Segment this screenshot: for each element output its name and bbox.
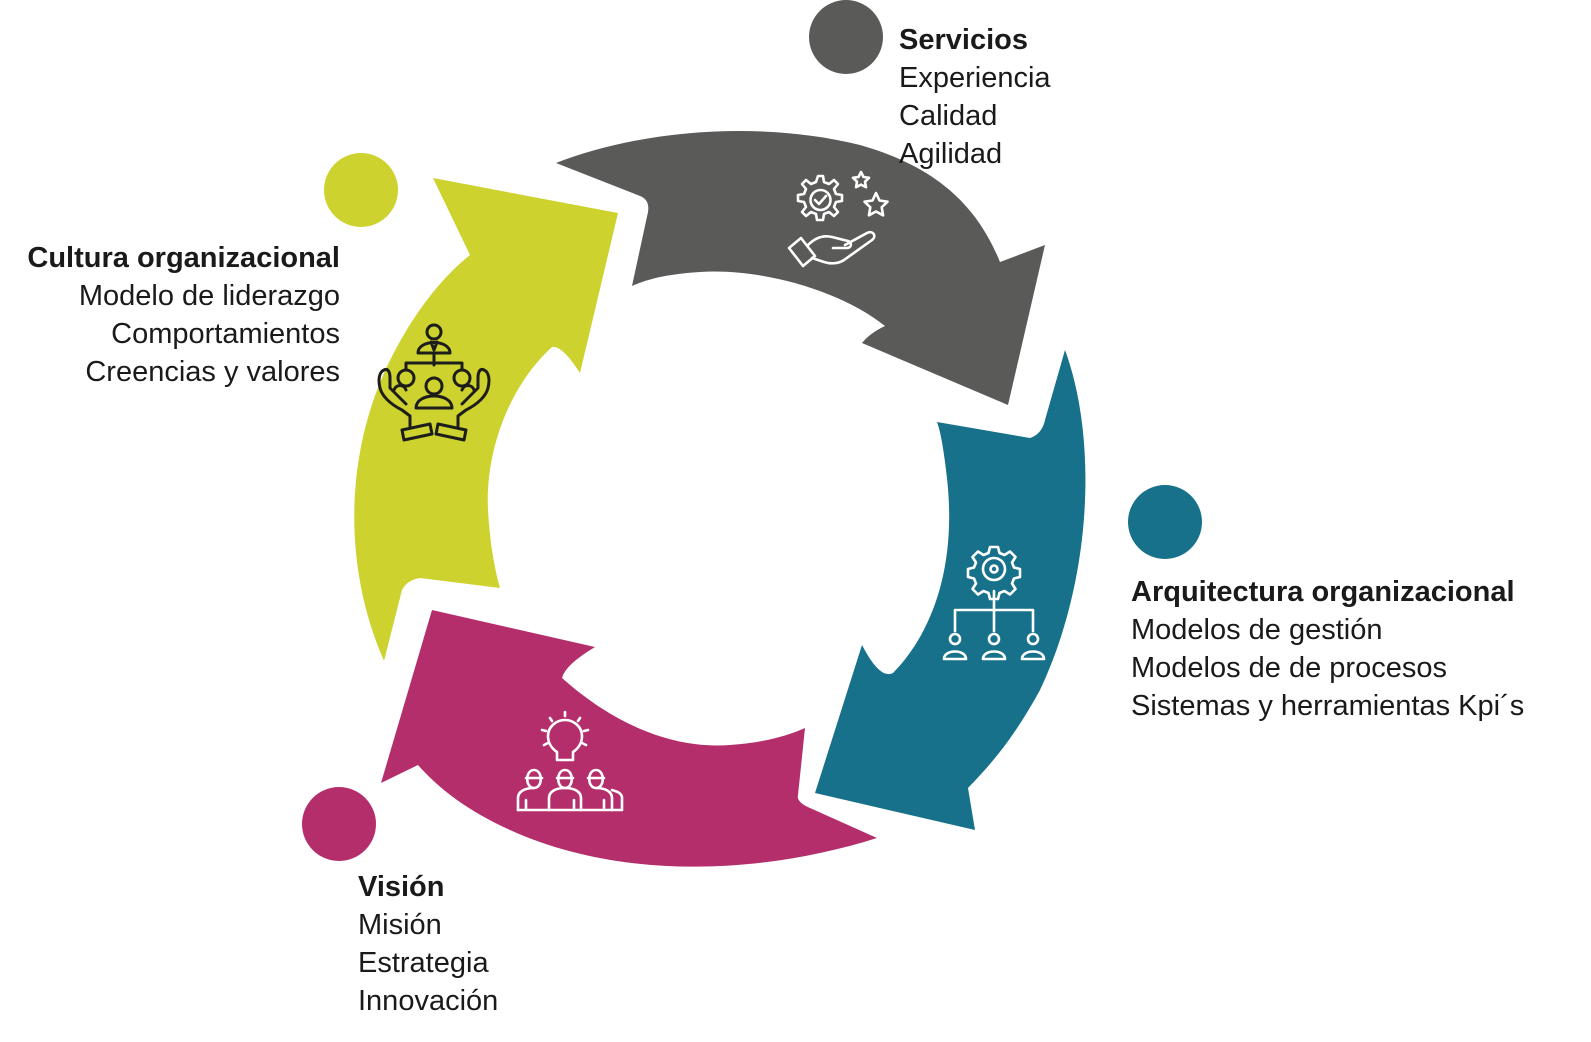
- dot-cultura: [324, 153, 398, 227]
- gear-org-chart-icon: [942, 545, 1046, 661]
- segment-item: Modelo de liderazgo: [78, 280, 340, 312]
- arrow-cultura: [354, 178, 618, 661]
- dot-vision: [302, 787, 376, 861]
- segment-item: Estrategia: [358, 947, 489, 979]
- segment-item: Agilidad: [899, 138, 1003, 170]
- label-arquitectura: Arquitectura organizacional Modelos de g…: [1131, 573, 1524, 725]
- segment-title: Arquitectura organizacional: [1131, 576, 1515, 608]
- segment-title: Servicios: [899, 24, 1028, 56]
- leader-team-hands-icon: [377, 323, 491, 442]
- segment-item: Calidad: [899, 100, 998, 132]
- gear-check-stars-hand-icon: [787, 170, 889, 268]
- segment-title: Visión: [358, 871, 445, 903]
- arrow-arquitectura: [815, 350, 1086, 830]
- segment-item: Creencias y valores: [85, 356, 340, 388]
- lightbulb-team-icon: [516, 710, 624, 812]
- arrow-servicios: [556, 131, 1045, 405]
- segment-item: Misión: [358, 909, 442, 941]
- arrow-vision: [381, 610, 877, 867]
- segment-item: Comportamientos: [111, 318, 340, 350]
- segment-title: Cultura organizacional: [27, 242, 340, 274]
- segment-item: Sistemas y herramientas Kpi´s: [1131, 690, 1525, 722]
- segment-item: Modelos de gestión: [1131, 614, 1383, 646]
- label-servicios: Servicios Experiencia Calidad Agilidad: [899, 21, 1051, 173]
- segment-item: Modelos de de procesos: [1131, 652, 1447, 684]
- label-vision: Visión Misión Estrategia Innovación: [358, 868, 498, 1020]
- segment-item: Innovación: [358, 985, 499, 1017]
- dot-servicios: [809, 0, 883, 74]
- label-cultura: Cultura organizacional Modelo de lideraz…: [27, 239, 340, 391]
- segment-item: Experiencia: [899, 62, 1051, 94]
- dot-arquitectura: [1128, 485, 1202, 559]
